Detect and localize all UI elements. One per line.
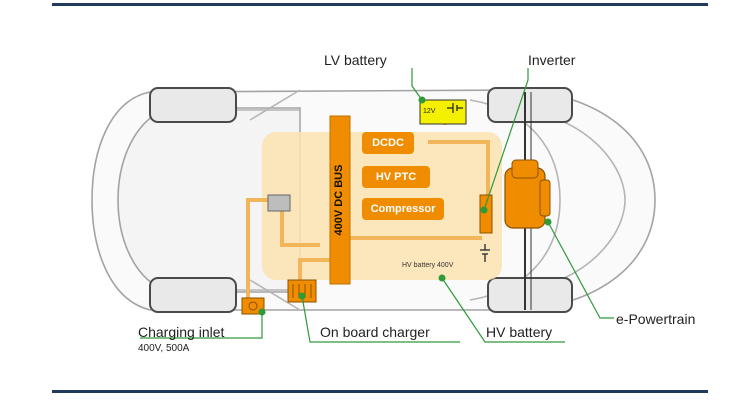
hv-battery-symbol bbox=[480, 244, 490, 262]
compressor-label: Compressor bbox=[370, 203, 436, 215]
dc-bus-label: 400V DC BUS bbox=[333, 164, 345, 236]
hv-ptc-label: HV PTC bbox=[375, 171, 417, 183]
e-powertrain-callout: e-Powertrain bbox=[616, 311, 696, 327]
on-board-charger-callout: On board charger bbox=[320, 324, 430, 340]
wheel-rear-left bbox=[487, 87, 573, 123]
charging-inlet-port bbox=[248, 301, 258, 311]
charging-inlet-callout: Charging inlet bbox=[138, 324, 225, 340]
hv-ptc-box bbox=[362, 166, 430, 188]
e-powertrain-gear bbox=[539, 179, 551, 217]
on-board-charger-unit bbox=[287, 279, 317, 303]
dcdc-label: DCDC bbox=[372, 137, 404, 149]
leader-lines bbox=[140, 68, 614, 343]
lv-battery-symbol bbox=[447, 103, 463, 113]
wheel-front-right bbox=[149, 277, 237, 313]
lv-battery-voltage: 12V bbox=[423, 108, 436, 115]
lv-battery-box bbox=[419, 99, 467, 125]
hv-battery-voltage: HV battery 400V bbox=[402, 262, 454, 269]
leader-dots bbox=[258, 96, 552, 316]
compressor-box bbox=[362, 198, 444, 220]
dcdc-box bbox=[362, 132, 414, 154]
top-rule bbox=[52, 3, 708, 6]
junction-box bbox=[267, 194, 291, 212]
lv-battery-callout: LV battery bbox=[324, 52, 387, 68]
wheel-rear-right bbox=[487, 277, 573, 313]
inverter-unit bbox=[479, 194, 493, 234]
inverter-callout: Inverter bbox=[528, 52, 576, 68]
charging-inlet-unit bbox=[241, 297, 265, 315]
dc-bus-bar bbox=[329, 115, 351, 285]
charging-inlet-spec: 400V, 500A bbox=[138, 343, 190, 354]
wheel-front-left bbox=[149, 87, 237, 123]
bottom-rule bbox=[52, 390, 708, 393]
hv-battery-callout: HV battery bbox=[486, 324, 553, 340]
e-powertrain-motor bbox=[511, 159, 539, 179]
